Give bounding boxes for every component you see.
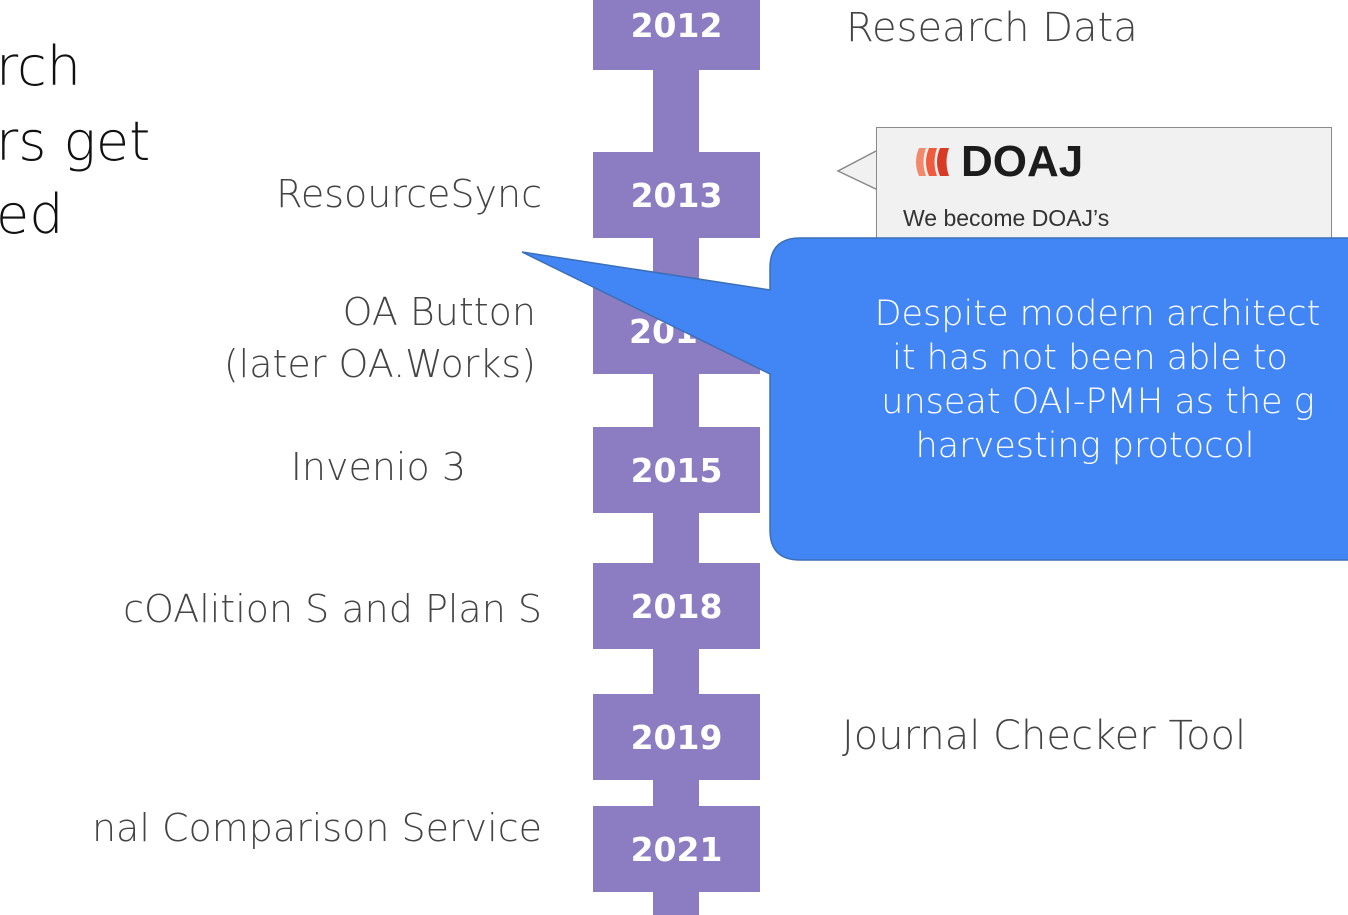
year-2013: 2013 xyxy=(593,152,760,238)
title-line-1: rch xyxy=(0,35,81,98)
label-journal-checker: Journal Checker Tool xyxy=(842,713,1247,759)
year-2018: 2018 xyxy=(593,563,760,649)
year-2015: 2015 xyxy=(593,427,760,513)
label-comparison-service: nal Comparison Service xyxy=(91,806,542,850)
bubble-line-3: unseat OAI-PMH as the g xyxy=(881,382,1315,422)
doaj-mark-icon xyxy=(916,148,949,176)
label-oa-button: OA Button xyxy=(342,290,536,334)
title-line-2: rs get xyxy=(0,110,151,173)
doaj-logo: DOAJ xyxy=(913,140,1083,184)
bubble-line-2: it has not been able to xyxy=(892,338,1288,378)
label-research-data: Research Data xyxy=(846,5,1138,51)
speech-bubble-text: Despite modern architect it has not been… xyxy=(770,292,1348,468)
label-coalition-s: cOAlition S and Plan S xyxy=(123,587,542,631)
title-line-3: ed xyxy=(0,183,64,246)
speech-bubble-shape xyxy=(521,237,1348,561)
year-2012: 2012 xyxy=(593,0,760,70)
label-invenio: Invenio 3 xyxy=(290,445,466,489)
year-2021: 2021 xyxy=(593,806,760,892)
doaj-caption: We become DOAJ’s xyxy=(903,205,1110,231)
bubble-line-4: harvesting protocol xyxy=(915,426,1255,466)
bubble-line-1: Despite modern architect xyxy=(874,294,1321,334)
doaj-wordmark: DOAJ xyxy=(961,137,1084,186)
label-oa-works: (later OA.Works) xyxy=(223,342,536,386)
label-resourcesync: ResourceSync xyxy=(276,172,542,216)
year-2019: 2019 xyxy=(593,694,760,780)
